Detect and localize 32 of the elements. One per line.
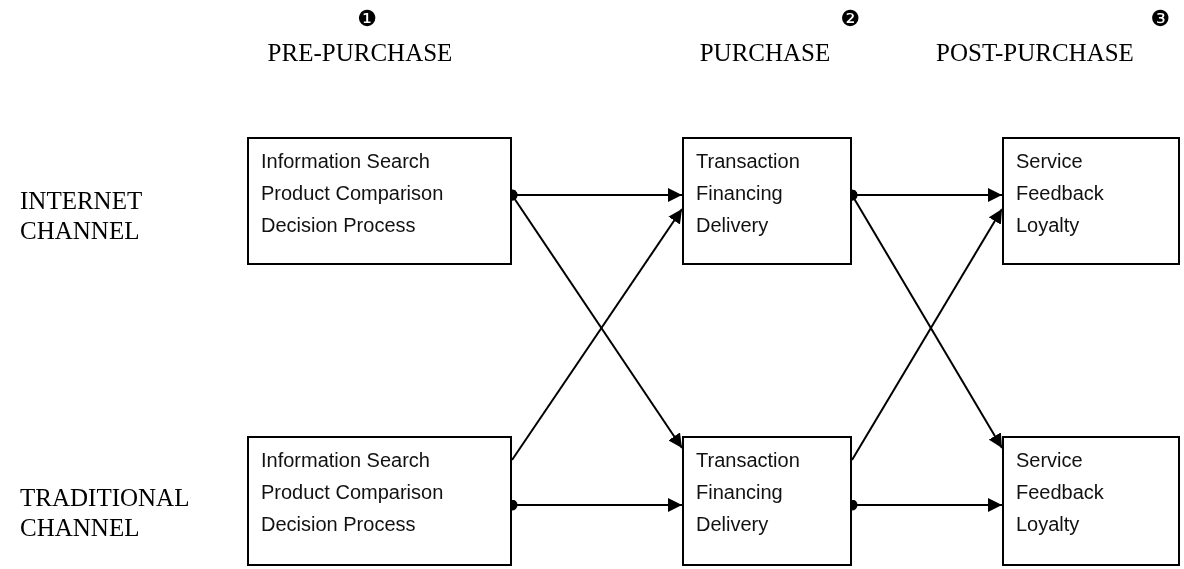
activity-text: Financing — [696, 480, 784, 505]
phase-heading: PRE-PURCHASE — [266, 38, 454, 68]
activity-text: Decision Process — [261, 213, 417, 238]
stage-box — [682, 137, 852, 265]
channel-label: INTERNET CHANNEL — [20, 186, 143, 246]
activity-text: Service — [1016, 448, 1084, 473]
channel-label: TRADITIONAL CHANNEL — [20, 483, 190, 543]
step-number: ❶ — [356, 6, 378, 32]
activity-text: Feedback — [1016, 181, 1105, 206]
step-number: ❷ — [839, 6, 861, 32]
activity-text: Product Comparison — [261, 480, 445, 505]
activity-text: Feedback — [1016, 480, 1105, 505]
stage-box — [1002, 436, 1180, 566]
stage-box — [1002, 137, 1180, 265]
stage-box — [682, 436, 852, 566]
activity-text: Transaction — [696, 149, 801, 174]
activity-text: Information Search — [261, 149, 431, 174]
step-number: ❸ — [1149, 6, 1171, 32]
stage-box — [247, 436, 512, 566]
phase-heading: POST-PURCHASE — [935, 38, 1135, 68]
activity-text: Financing — [696, 181, 784, 206]
activity-text: Transaction — [696, 448, 801, 473]
stage-box — [247, 137, 512, 265]
phase-heading: PURCHASE — [698, 38, 832, 68]
activity-text: Loyalty — [1016, 512, 1081, 537]
activity-text: Loyalty — [1016, 213, 1081, 238]
activity-text: Product Comparison — [261, 181, 445, 206]
activity-text: Service — [1016, 149, 1084, 174]
activity-text: Decision Process — [261, 512, 417, 537]
activity-text: Delivery — [696, 213, 770, 238]
activity-text: Information Search — [261, 448, 431, 473]
activity-text: Delivery — [696, 512, 770, 537]
